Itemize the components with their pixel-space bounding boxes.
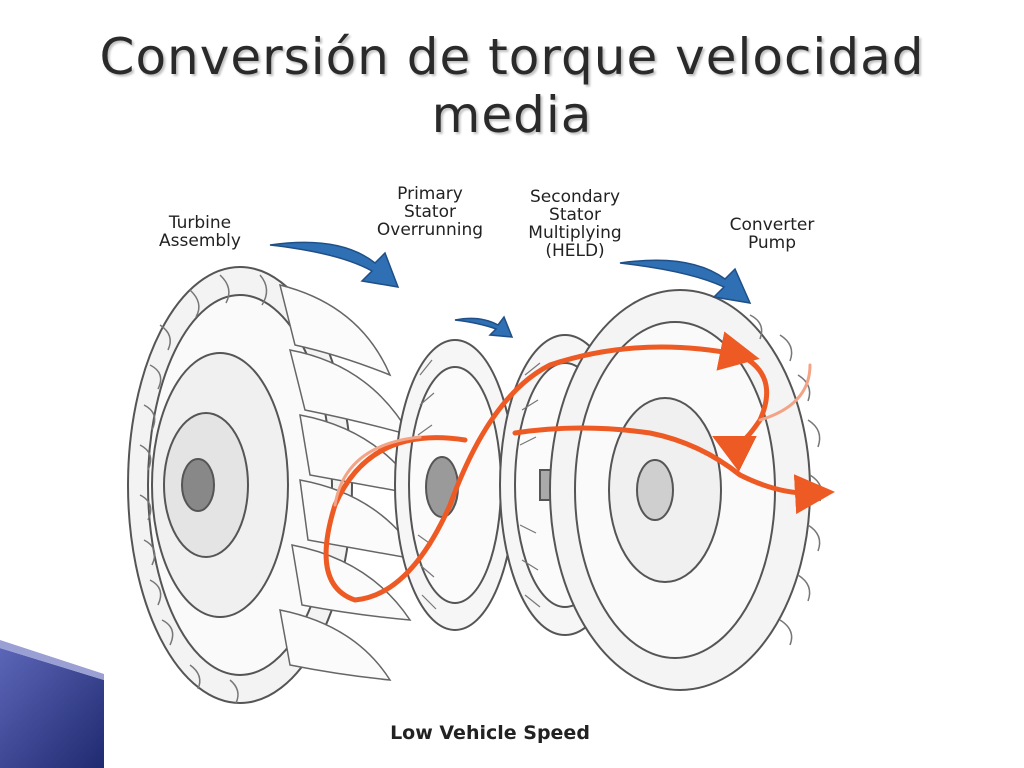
label-secondary-stator: Secondary Stator Multiplying (HELD) — [528, 187, 622, 261]
primary-stator — [394, 339, 516, 631]
rotation-arrows — [269, 241, 752, 338]
fluid-flow-faint — [333, 363, 812, 507]
turbine-assembly — [127, 266, 422, 704]
title-line-1: Conversión de torque velocidad — [99, 28, 925, 86]
corner-accent — [0, 640, 104, 768]
diagram-caption: Low Vehicle Speed — [390, 722, 590, 744]
torque-converter-diagram — [127, 241, 835, 704]
title-line-2: media — [431, 86, 593, 144]
label-converter-pump: Converter Pump — [729, 215, 815, 253]
label-primary-stator: Primary Stator Overrunning — [376, 184, 484, 240]
slide-title: Conversión de torque velocidad media — [0, 28, 1024, 144]
label-turbine-assembly: Turbine Assembly — [159, 213, 241, 251]
